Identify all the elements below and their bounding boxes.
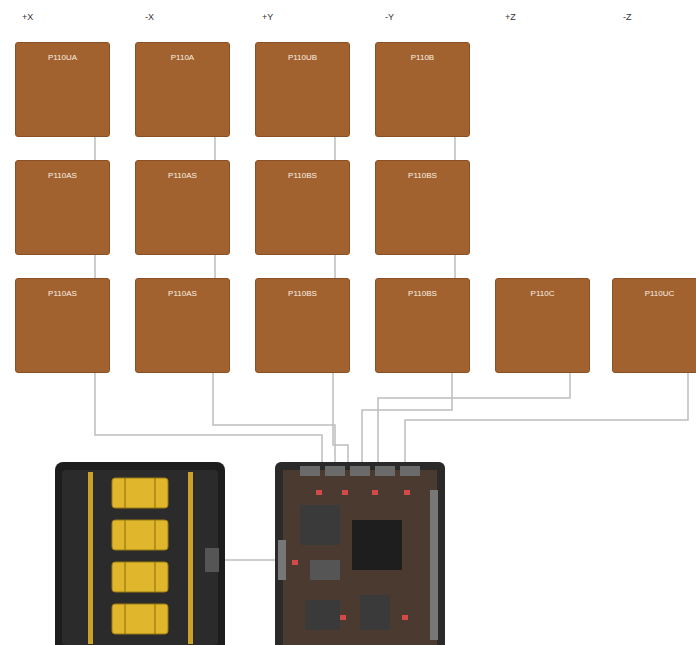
panel-label: P110BS xyxy=(256,161,349,181)
wire xyxy=(333,366,348,466)
solar-panel: P110UB xyxy=(255,42,350,137)
panel-wire xyxy=(334,137,336,160)
solar-panel: P110BS xyxy=(255,160,350,255)
axis-label: +X xyxy=(22,12,33,23)
panel-wire xyxy=(454,255,456,278)
panel-label: P110A xyxy=(136,43,229,63)
wire xyxy=(378,366,570,466)
wire xyxy=(95,366,322,466)
solar-panel: P110UA xyxy=(15,42,110,137)
panel-wire xyxy=(94,137,96,160)
panel-label: P110UA xyxy=(16,43,109,63)
panel-wire xyxy=(94,255,96,278)
panel-wire xyxy=(214,137,216,160)
wire xyxy=(362,366,452,466)
panel-wire xyxy=(334,255,336,278)
wire xyxy=(213,366,335,466)
solar-panel: P110A xyxy=(135,42,230,137)
panel-label: P110UB xyxy=(256,43,349,63)
solar-panel: P110C xyxy=(495,278,590,373)
panel-label: P110UC xyxy=(613,279,696,299)
solar-panel: P110AS xyxy=(15,278,110,373)
axis-label: +Z xyxy=(505,12,516,23)
panel-label: P110C xyxy=(496,279,589,299)
wire xyxy=(405,366,688,466)
solar-panel: P110AS xyxy=(135,278,230,373)
axis-label: +Y xyxy=(262,12,273,23)
panel-label: P110AS xyxy=(16,279,109,299)
panel-label: P110AS xyxy=(16,161,109,181)
panel-wire xyxy=(454,137,456,160)
main-board xyxy=(275,462,445,645)
solar-panel: P110BS xyxy=(375,278,470,373)
axis-label: -Z xyxy=(623,12,632,23)
solar-panel: P110AS xyxy=(15,160,110,255)
battery-board xyxy=(55,462,225,645)
panel-label: P110BS xyxy=(376,161,469,181)
axis-label: -Y xyxy=(385,12,394,23)
panel-label: P110BS xyxy=(256,279,349,299)
panel-wire xyxy=(214,255,216,278)
solar-panel: P110B xyxy=(375,42,470,137)
panel-label: P110BS xyxy=(376,279,469,299)
wire xyxy=(225,559,275,561)
solar-panel: P110BS xyxy=(255,278,350,373)
panel-label: P110B xyxy=(376,43,469,63)
axis-label: -X xyxy=(145,12,154,23)
panel-label: P110AS xyxy=(136,279,229,299)
solar-panel: P110AS xyxy=(135,160,230,255)
panel-label: P110AS xyxy=(136,161,229,181)
solar-panel: P110BS xyxy=(375,160,470,255)
solar-panel: P110UC xyxy=(612,278,696,373)
